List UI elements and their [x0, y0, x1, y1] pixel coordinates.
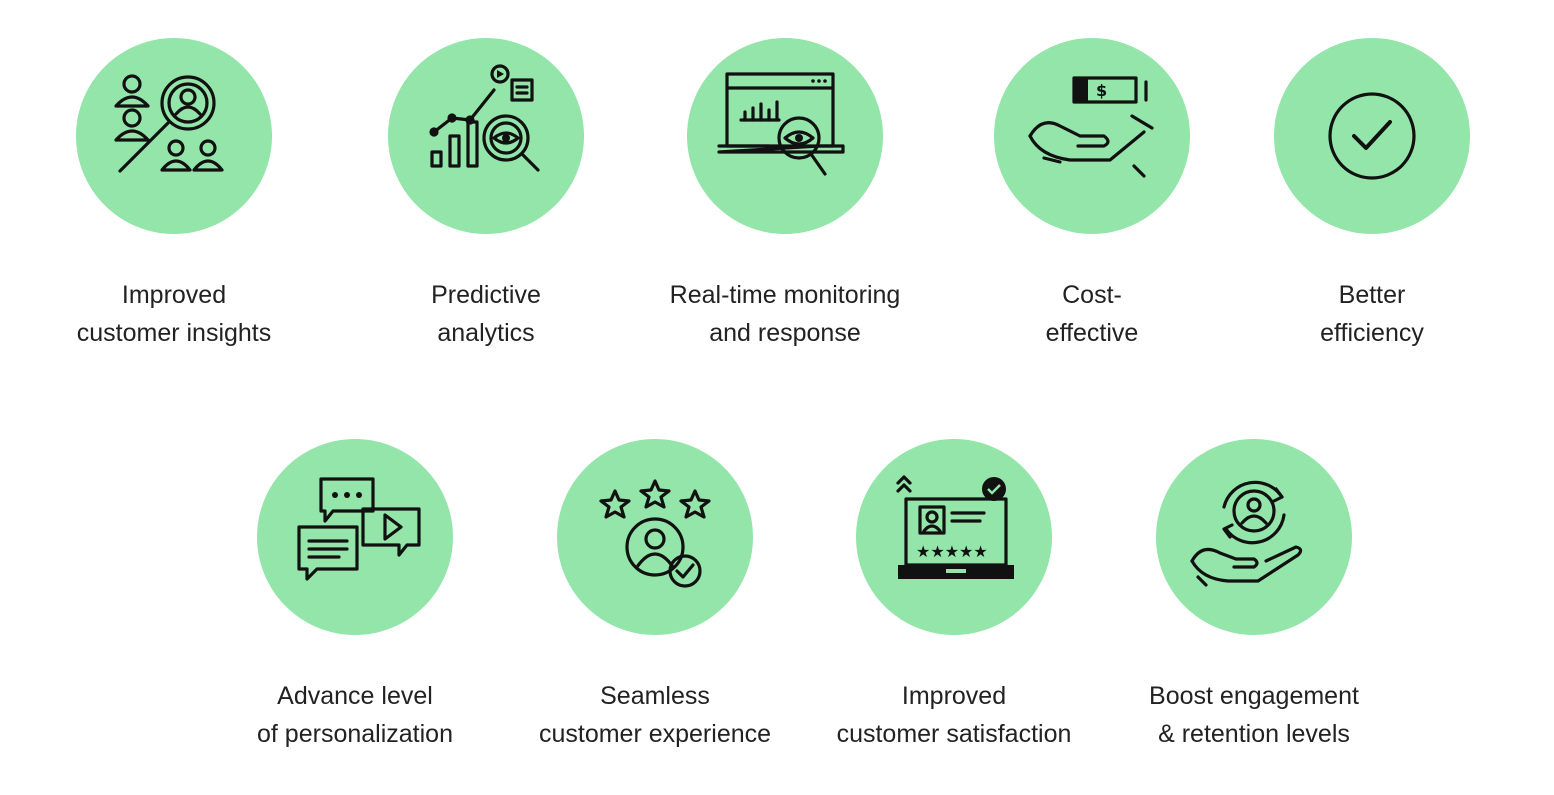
- benefit-label: Cost-effective: [1045, 281, 1139, 347]
- stars-user-icon: [599, 479, 711, 588]
- icon-circle: [1156, 439, 1352, 635]
- svg-text:★★★★★: ★★★★★: [916, 542, 988, 561]
- icon-circle: [76, 38, 272, 234]
- rating-laptop-icon: ★★★★★: [896, 475, 1014, 579]
- predictive-analytics-icon: [429, 64, 540, 172]
- icon-circle: [388, 38, 584, 234]
- monitoring-icon: [717, 72, 845, 176]
- retention-hand-icon: [1190, 480, 1303, 587]
- cost-hand-icon: $: [1028, 76, 1154, 178]
- chat-bubbles-icon: [297, 477, 421, 581]
- icon-circle: [257, 439, 453, 635]
- icon-circle: [1274, 38, 1470, 234]
- customer-insights-icon: [114, 74, 224, 173]
- icon-circle: $: [994, 38, 1190, 234]
- icon-circle: [687, 38, 883, 234]
- svg-text:$: $: [1096, 81, 1107, 100]
- icon-circle: ★★★★★: [856, 439, 1052, 635]
- check-circle-icon: [1328, 92, 1416, 180]
- icon-circle: [557, 439, 753, 635]
- benefit-label: Boost engagement& retention levels: [1149, 682, 1359, 748]
